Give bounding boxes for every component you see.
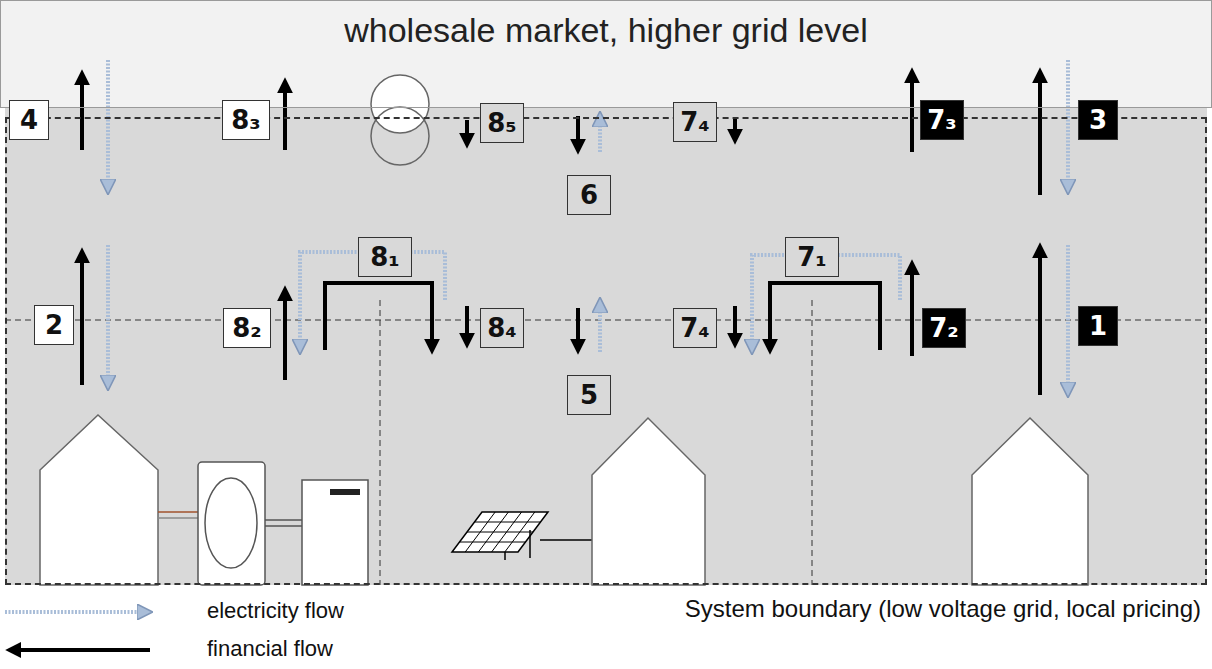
callout-number-box: 1 (1078, 306, 1118, 346)
callout-number: 1 (1089, 313, 1107, 339)
callout-number-box: 8₂ (223, 308, 271, 348)
callout-number-box: 8₄ (480, 308, 524, 348)
callout-number-box: 5 (567, 375, 611, 415)
callout-number-box: 8₁ (358, 237, 412, 277)
legend-samples (5, 612, 150, 650)
callout-number-box: 7₄ (673, 308, 717, 348)
callout-number-box: 8₅ (480, 103, 524, 143)
band-fill (0, 0, 1212, 108)
boundary-caption: System boundary (low voltage grid, local… (685, 595, 1201, 623)
callout-number: 7₃ (927, 107, 956, 133)
system-boundary: System boundary (low voltage grid, local… (5, 117, 1207, 585)
market-band: wholesale market, higher grid level (0, 0, 1212, 108)
band-title: wholesale market, higher grid level (1, 1, 1211, 50)
transformer-symbol (371, 75, 429, 165)
callout-number: 8₃ (231, 107, 260, 133)
callout-number: 8₁ (370, 244, 399, 270)
region-fill (5, 108, 1207, 585)
house-pv (452, 418, 705, 585)
callout-number-box: 4 (9, 100, 49, 140)
callout-number: 2 (45, 312, 63, 338)
callout-number: 7₁ (797, 244, 826, 270)
house (972, 418, 1088, 585)
callout-number: 7₄ (680, 315, 709, 341)
callout-number-box: 3 (1078, 100, 1118, 140)
callout-number-box: 7₁ (785, 237, 839, 277)
house-heat-pump (40, 415, 368, 585)
callout-number-box: 2 (34, 305, 74, 345)
grid-line (5, 320, 1207, 321)
legend-label: electricity flow (207, 598, 344, 624)
callout-number-box: 7₄ (673, 102, 717, 142)
callout-number-box: 6 (567, 175, 611, 215)
leader-line (380, 300, 381, 585)
callout-number: 3 (1089, 107, 1107, 133)
callout-number: 5 (580, 382, 598, 408)
callout-number-box: 7₂ (922, 308, 966, 348)
legend-label: financial flow (207, 636, 333, 662)
callout-number: 6 (580, 182, 598, 208)
callout-number-box: 7₃ (920, 100, 964, 140)
financial-flow-arrows (82, 72, 1040, 395)
callout-number: 8₅ (487, 110, 516, 136)
callout-number: 4 (20, 107, 38, 133)
electricity-flow-arrows (108, 60, 1068, 393)
callout-number: 7₄ (680, 109, 709, 135)
callout-number: 8₂ (232, 315, 261, 341)
leader-line (812, 300, 813, 585)
callout-number: 8₄ (487, 315, 516, 341)
callout-number: 7₂ (929, 315, 958, 341)
callout-number-box: 8₃ (222, 100, 270, 140)
